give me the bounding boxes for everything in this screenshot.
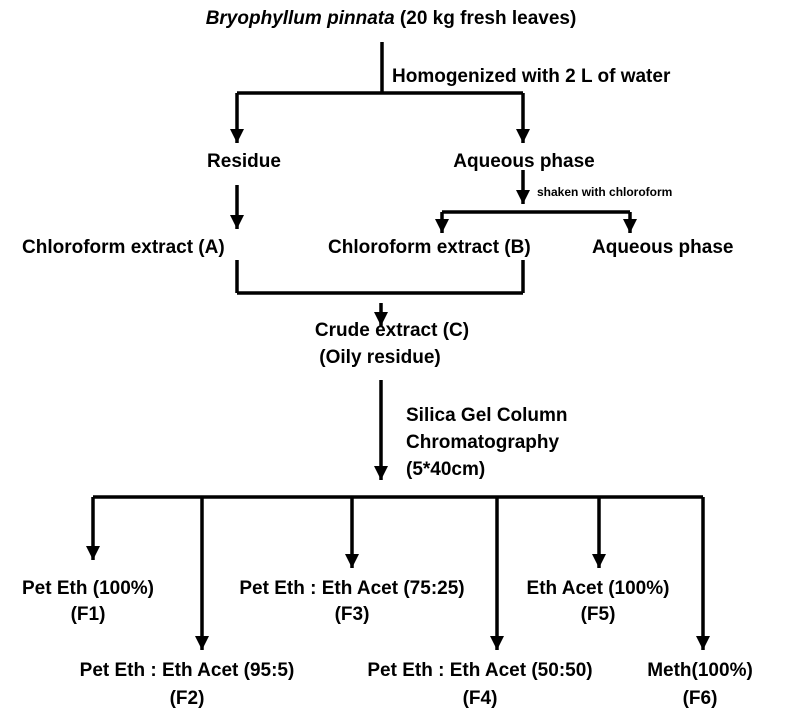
silica-label-3: (5*40cm) (406, 459, 486, 480)
silica-label-2: Chromatography (406, 432, 560, 453)
species-quantity: (20 kg fresh leaves) (394, 8, 577, 29)
fraction-f4-code: (F4) (462, 688, 498, 709)
homogenize-label: Homogenized with 2 L of water (392, 66, 671, 87)
fraction-f5-code: (F5) (580, 604, 616, 625)
node-crude-extract: Crude extract (C) (314, 320, 470, 341)
node-chloroform-extract-b: Chloroform extract (B) (328, 237, 531, 258)
species-name: Bryophyllum pinnata (205, 8, 395, 29)
shaken-label: shaken with chloroform (537, 185, 673, 199)
fraction-f4-solvent: Pet Eth : Eth Acet (50:50) (367, 660, 593, 681)
node-aqueous-phase: Aqueous phase (453, 151, 595, 172)
title: Bryophyllum pinnata (20 kg fresh leaves) (206, 8, 577, 30)
fraction-f1-code: (F1) (70, 604, 106, 625)
fraction-f6-code: (F6) (682, 688, 718, 709)
node-residue: Residue (207, 151, 281, 172)
fraction-f3-code: (F3) (334, 604, 370, 625)
fraction-f1-solvent: Pet Eth (100%) (22, 578, 154, 599)
node-chloroform-extract-a: Chloroform extract (A) (22, 237, 225, 258)
node-oily-residue: (Oily residue) (319, 347, 441, 368)
fraction-f5-solvent: Eth Acet (100%) (526, 578, 670, 599)
silica-label-1: Silica Gel Column (406, 405, 568, 426)
node-aqueous-phase-2: Aqueous phase (592, 237, 734, 258)
fraction-f2-solvent: Pet Eth : Eth Acet (95:5) (79, 660, 295, 681)
fraction-f6-solvent: Meth(100%) (647, 660, 753, 681)
fraction-f3-solvent: Pet Eth : Eth Acet (75:25) (239, 578, 465, 599)
fraction-f2-code: (F2) (169, 688, 205, 709)
